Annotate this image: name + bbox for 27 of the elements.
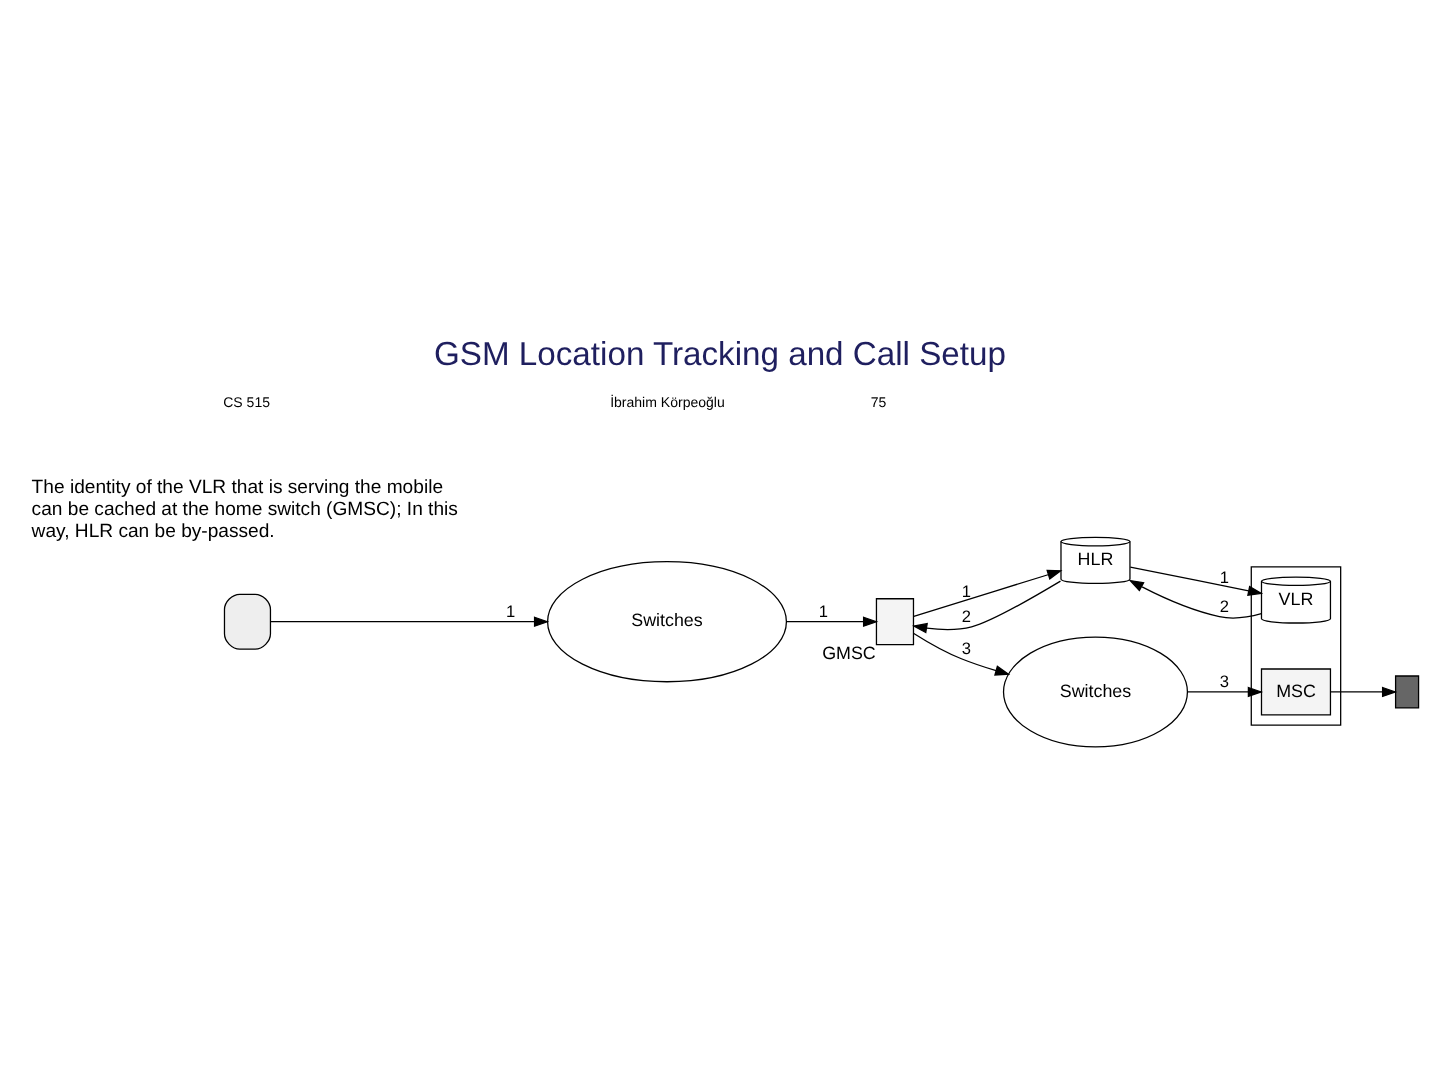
node-box	[875, 598, 915, 646]
arrow	[1186, 686, 1264, 698]
arrow	[1129, 566, 1264, 596]
node-ellipse: Switches	[546, 561, 788, 683]
arrow	[1128, 579, 1262, 619]
edge-label: 3	[1219, 671, 1230, 692]
edge-label: 1	[1219, 566, 1230, 587]
node-box: MSC	[1260, 668, 1332, 716]
edge-label: 2	[1219, 596, 1230, 617]
edge-label: 2	[961, 606, 972, 627]
cluster	[1250, 566, 1342, 726]
arrow	[269, 616, 550, 628]
arrow	[1330, 686, 1398, 698]
arrow	[913, 569, 1063, 617]
edge-label: 1	[505, 601, 516, 622]
node-ellipse: Switches	[1002, 636, 1189, 748]
arrow	[785, 616, 879, 628]
edge-label: 1	[961, 580, 972, 601]
node-label: GMSC	[822, 643, 876, 664]
node-phone	[223, 593, 272, 650]
edge-label: 3	[961, 638, 972, 659]
arrow	[913, 632, 1011, 676]
node-phone	[1394, 675, 1420, 709]
label: The identity of the VLR that is serving the mobile can be cached at the home switch (GMSC); In this way, HLR can be by-passed.	[31, 477, 458, 543]
arrow	[911, 580, 1062, 634]
diagram-title: GSM Location Tracking and Call Setup	[434, 334, 1006, 373]
edge-label: 1	[818, 601, 829, 622]
